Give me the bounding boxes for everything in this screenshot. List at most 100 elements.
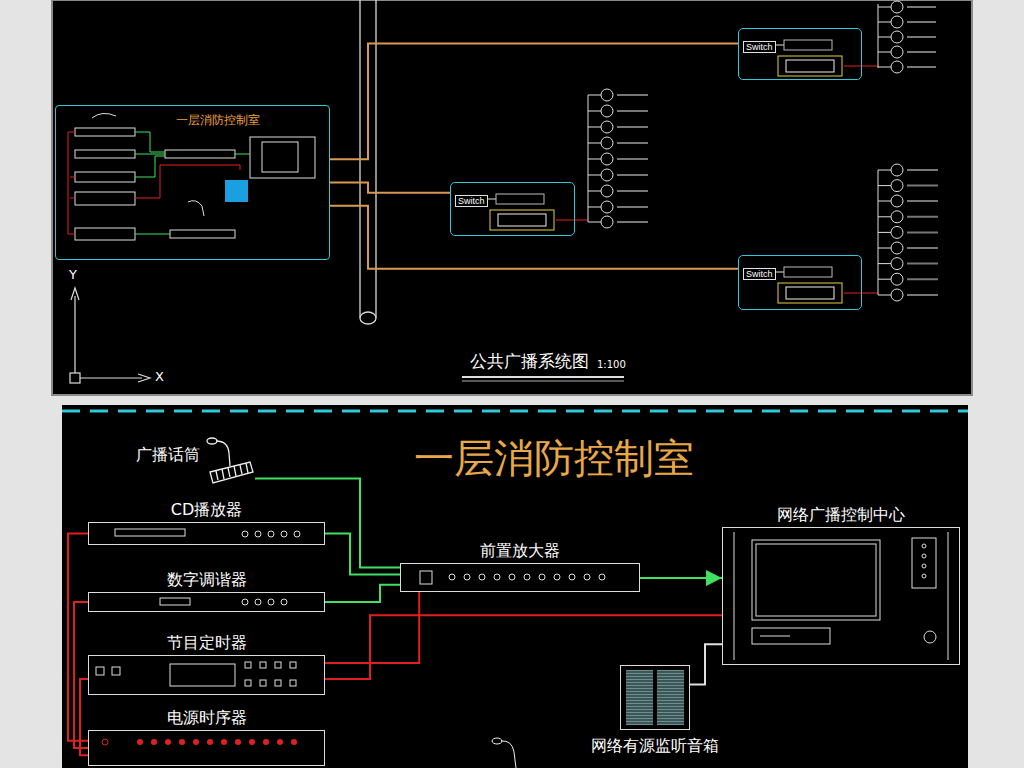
device-details-part xyxy=(924,631,936,643)
control-room-sketch-part xyxy=(68,132,75,234)
device-details-part xyxy=(249,739,255,745)
control-room-sketch-part xyxy=(75,128,135,136)
microphone-icon xyxy=(207,438,253,483)
node-label: 数字调谐器 xyxy=(167,571,247,589)
speaker-branch-part xyxy=(891,211,903,223)
device-details-part xyxy=(922,544,926,548)
speaker-branch-part xyxy=(891,46,903,58)
floor-rack-sketch-part-part xyxy=(844,293,878,294)
device-details-part xyxy=(242,599,248,605)
device-details-part xyxy=(760,636,790,637)
device-details-part xyxy=(268,599,274,605)
control-room-sketch-part xyxy=(75,150,135,158)
device-details-part xyxy=(294,531,300,537)
device-details-part xyxy=(494,574,500,580)
device-details-part xyxy=(96,667,104,675)
floor-rack-sketch-part-part xyxy=(776,272,784,273)
speaker-branch-part xyxy=(891,180,903,192)
digital-tuner: 数字调谐器 xyxy=(88,592,325,612)
speaker-branch-part xyxy=(891,61,903,73)
control-room-sketch-part xyxy=(135,165,240,198)
speaker-branch-part xyxy=(891,289,903,301)
broadcast-control-center: 网络广播控制中心 xyxy=(722,527,960,665)
device-details-part xyxy=(245,662,251,668)
axis-label: Y xyxy=(69,268,77,283)
speaker-branch-part xyxy=(588,95,601,222)
device-details-part xyxy=(275,680,281,686)
device-details-part xyxy=(599,574,605,580)
device-details-part xyxy=(449,574,455,580)
node-label: Switch xyxy=(743,268,776,280)
device-details-part xyxy=(165,739,171,745)
speaker-branch-part xyxy=(891,16,903,28)
floor-rack-box: Switch xyxy=(738,28,862,80)
device-details xyxy=(96,529,948,768)
drawing-title: 公共广播系统图 xyxy=(470,352,589,372)
device-details-part xyxy=(263,739,269,745)
cd-player: CD播放器 xyxy=(88,522,325,545)
axis-icon-part xyxy=(80,377,142,378)
device-details-part xyxy=(160,598,190,605)
floor-rack-sketch-part-part xyxy=(778,283,842,303)
device-details-part xyxy=(277,739,283,745)
device-details-part xyxy=(245,680,251,686)
floor-rack-sketch-part-part xyxy=(784,267,832,277)
axis-label: X xyxy=(155,370,164,385)
device-details-part xyxy=(752,540,880,620)
speaker-branch-part xyxy=(878,7,891,67)
floor-rack-box: Switch xyxy=(450,182,575,236)
device-details-part xyxy=(112,667,120,675)
speaker-branch-part xyxy=(891,226,903,238)
speaker-branch-part xyxy=(891,1,903,13)
speaker-branch-part xyxy=(891,258,903,270)
title-underline-part xyxy=(462,381,624,382)
monitor-speaker: 网络有源监听音箱 xyxy=(620,665,690,730)
speaker-branch-part xyxy=(601,185,613,197)
device-details-part xyxy=(569,574,575,580)
top-sheet xyxy=(52,0,972,395)
control-room-sketch-part xyxy=(250,137,315,178)
signal-wire xyxy=(690,644,722,684)
signal-wire xyxy=(325,592,419,663)
node-label: 网络有源监听音箱 xyxy=(591,737,719,755)
device-details-part xyxy=(734,532,948,660)
node-label: 电源时序器 xyxy=(167,709,247,727)
node-label: 一层消防控制室 xyxy=(176,114,260,128)
device-details-part xyxy=(464,574,470,580)
speaker-branch-part xyxy=(601,153,613,165)
speaker-branch-part xyxy=(878,4,879,68)
signal-wire xyxy=(330,183,450,193)
device-details-part xyxy=(922,564,926,568)
device-details-part xyxy=(221,739,227,745)
signal-wire xyxy=(640,577,722,580)
signal-wire xyxy=(80,679,88,755)
axis-icon-part xyxy=(71,288,79,300)
microphone: 广播话筒 xyxy=(132,440,255,488)
control-room-sketch-part xyxy=(75,192,135,205)
speaker-branch-part xyxy=(891,273,903,285)
speaker-branch-part xyxy=(907,170,938,295)
device-details-part xyxy=(420,571,432,584)
device-details-part xyxy=(255,599,261,605)
device-details-part xyxy=(207,739,213,745)
floor-rack-sketch-part-part xyxy=(490,210,554,230)
preamplifier: 前置放大器 xyxy=(400,563,640,592)
device-details-part xyxy=(554,574,560,580)
speaker-branch-part xyxy=(891,164,903,176)
floor-rack-box: Switch xyxy=(738,255,862,310)
microphone-icon-part xyxy=(210,462,253,483)
device-details-part xyxy=(235,739,241,745)
device-details-part xyxy=(584,574,590,580)
signal-wire xyxy=(325,615,722,679)
bottom-sheet-part xyxy=(62,405,968,768)
axis-icon-part xyxy=(70,373,80,383)
speaker-branch-part xyxy=(601,201,613,213)
device-details-part xyxy=(912,538,936,588)
speaker-branch-part xyxy=(878,170,891,295)
device-details-part xyxy=(281,531,287,537)
axis-icon-part xyxy=(138,374,150,382)
floor-rack-sketch-part-part xyxy=(488,199,496,200)
microphone-icon-part xyxy=(216,463,248,480)
